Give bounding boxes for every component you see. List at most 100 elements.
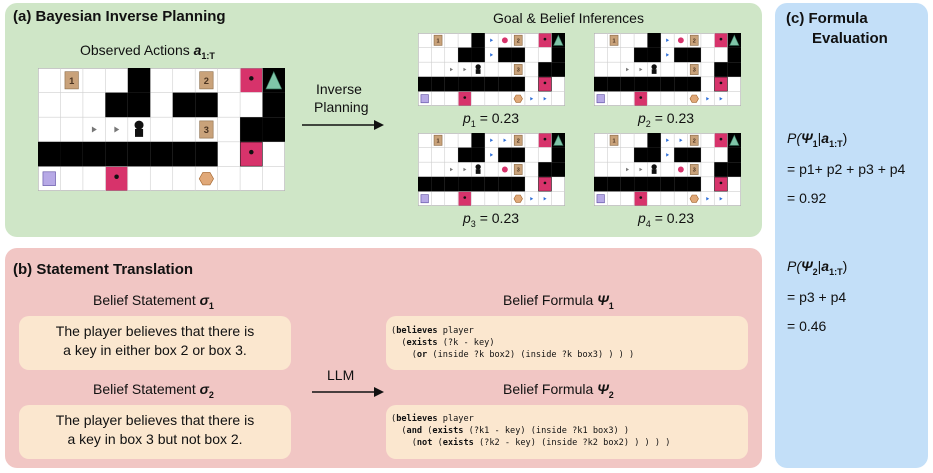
wall-cell xyxy=(82,141,106,167)
belief-statement-1-line2: a key in either box 2 or box 3. xyxy=(63,342,247,358)
wall-cell xyxy=(444,76,459,92)
box-icon xyxy=(609,134,619,146)
keyhole xyxy=(543,181,547,185)
player-body xyxy=(475,169,481,174)
player-icon xyxy=(475,64,481,70)
wall-cell xyxy=(431,76,445,92)
wall-cell xyxy=(458,47,472,63)
code-line: (believes player xyxy=(391,413,670,425)
path-arrow-icon xyxy=(543,96,547,101)
wall-cell xyxy=(620,176,635,192)
wall-cell xyxy=(687,47,701,63)
panel-c-title-line2: Evaluation xyxy=(812,30,888,47)
gem-icon xyxy=(553,34,564,46)
wall-cell xyxy=(458,76,472,92)
hypothesis-prob-2: p2 = 0.23 xyxy=(638,110,695,129)
wall-cell xyxy=(551,147,565,163)
player-icon xyxy=(651,164,657,170)
wall-cell xyxy=(634,76,648,92)
box-label: 2 xyxy=(204,76,209,86)
hypothesis-prob-1: p1 = 0.23 xyxy=(463,110,520,129)
prob-psi1-sum: = p1+ p2 + p3 + p4 xyxy=(787,161,906,177)
code-text: ( xyxy=(391,326,397,336)
wall-cell xyxy=(471,47,485,63)
path-arrow-icon xyxy=(639,67,643,72)
code-text: player xyxy=(437,326,474,336)
box-label: 2 xyxy=(693,138,696,144)
wall-cell xyxy=(172,141,196,167)
path-arrow-icon xyxy=(490,38,494,43)
code-text: (?k2 - key) (inside ?k2 box2) ) ) ) ) xyxy=(473,438,671,448)
gem-icon xyxy=(198,172,214,186)
wall-cell xyxy=(418,176,432,192)
key-icon xyxy=(677,166,684,173)
path-arrow-icon xyxy=(706,96,710,101)
wall-cell xyxy=(105,141,128,167)
keyhole xyxy=(249,76,254,81)
panel-a-title: (a) Bayesian Inverse Planning xyxy=(13,8,226,25)
belief-formula-1-box xyxy=(386,316,748,370)
path-arrow-icon xyxy=(450,67,454,72)
code-text: player xyxy=(437,414,474,424)
box-label: 3 xyxy=(204,125,209,135)
wall-cell xyxy=(727,162,741,177)
hypothesis-prob-3: p3 = 0.23 xyxy=(463,210,520,229)
key-icon xyxy=(501,37,508,44)
gem-icon xyxy=(729,34,740,46)
wall-cell xyxy=(127,141,151,167)
player-icon xyxy=(651,64,657,70)
wall-cell xyxy=(444,176,459,192)
llm-arrow xyxy=(312,387,384,397)
wall-cell xyxy=(551,162,565,177)
gem-icon xyxy=(596,94,605,104)
belief-formula-1-code: (believes player (exists (?k - key) (or … xyxy=(391,325,634,361)
wall-cell xyxy=(195,141,218,167)
prob-psi2-sum: = p3 + p4 xyxy=(787,289,847,305)
belief-statement-1-line1: The player believes that there is xyxy=(55,323,255,339)
panel-formula-evaluation xyxy=(775,3,928,468)
code-line: (not (exists (?k2 - key) (inside ?k2 box… xyxy=(391,437,671,449)
wall-cell xyxy=(195,92,218,118)
goal-belief-inferences-title: Goal & Belief Inferences xyxy=(493,10,644,26)
panel-b-title: (b) Statement Translation xyxy=(13,261,194,278)
wall-cell xyxy=(498,47,512,63)
box-label: 2 xyxy=(517,38,520,44)
belief-statement-2-line1: The player believes that there is xyxy=(55,412,255,428)
path-arrow-icon xyxy=(679,138,683,143)
wall-cell xyxy=(471,76,485,92)
code-text: ( xyxy=(391,350,417,360)
path-arrow-icon xyxy=(543,196,547,201)
belief-statement-2-heading: Belief Statement σ2 xyxy=(93,381,214,400)
hypothesis-prob-4: p4 = 0.23 xyxy=(638,210,695,229)
prob-psi2-lhs: P(Ψ2|a1:T) xyxy=(787,258,848,277)
box-label: 3 xyxy=(517,68,520,74)
wall-cell xyxy=(714,162,728,177)
wall-cell xyxy=(431,176,445,192)
wall-cell xyxy=(511,147,525,163)
path-arrow-icon xyxy=(626,67,630,72)
gem-icon xyxy=(553,134,564,146)
code-keyword: exists xyxy=(406,338,438,348)
path-arrow-icon xyxy=(463,67,467,72)
code-line: (or (inside ?k box2) (inside ?k box3) ) … xyxy=(391,349,635,361)
box-icon xyxy=(513,134,523,146)
wall-cell xyxy=(511,176,525,192)
wall-cell xyxy=(674,147,688,163)
code-text: ( xyxy=(391,438,417,448)
wall-cell xyxy=(511,76,525,92)
wall-cell xyxy=(127,68,151,93)
gem-icon xyxy=(513,194,523,203)
box-icon xyxy=(513,34,523,46)
wall-cell xyxy=(607,76,621,92)
keyhole xyxy=(719,181,723,185)
keyhole xyxy=(543,81,547,85)
wall-cell xyxy=(687,76,701,92)
prob-psi1-lhs: P(Ψ1|a1:T) xyxy=(787,130,848,149)
code-text: (?k1 - key) (inside ?k1 box3) ) xyxy=(463,426,630,436)
code-text: (inside ?k box2) (inside ?k box3) ) ) ) xyxy=(427,350,635,360)
box-icon xyxy=(513,164,523,175)
code-text: (?k - key) xyxy=(437,338,495,348)
path-arrow-icon xyxy=(666,38,670,43)
